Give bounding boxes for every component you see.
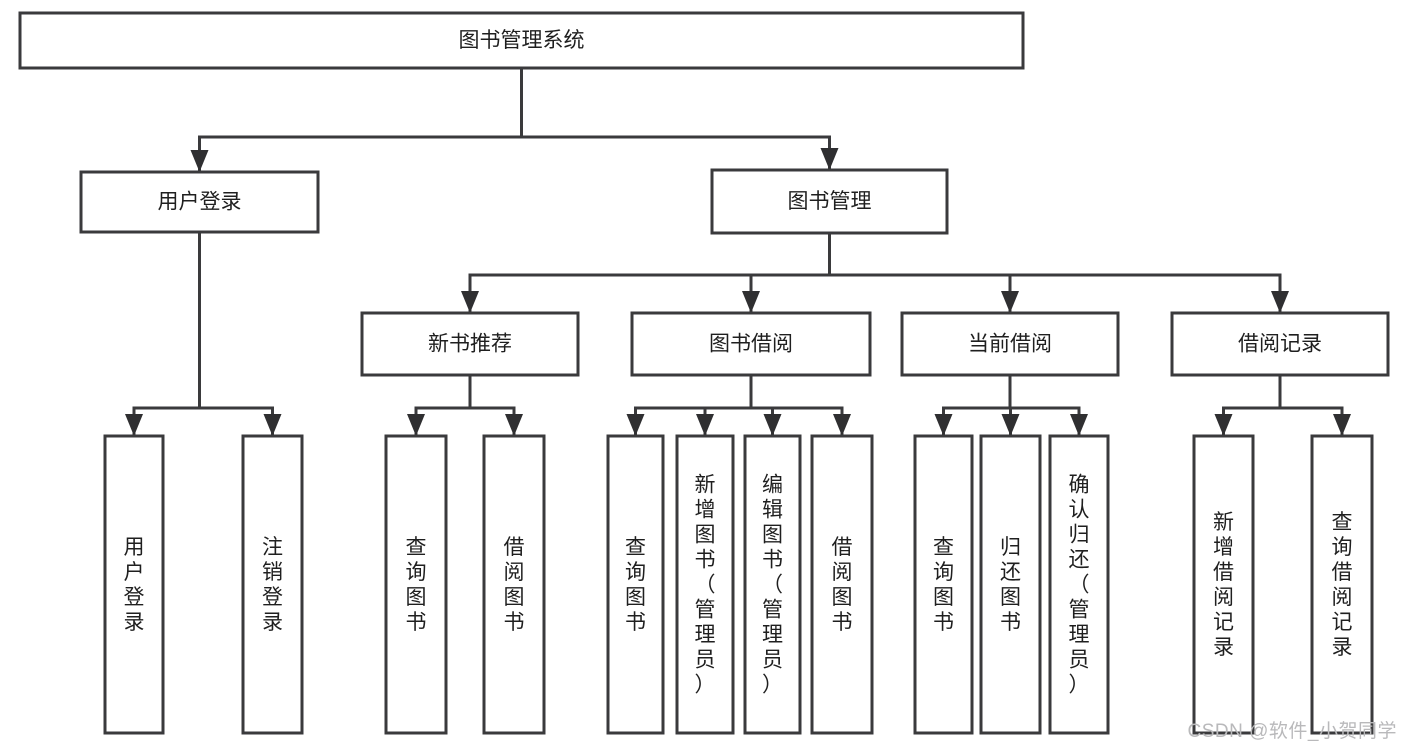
diagram-node[interactable]: 查询图书 xyxy=(913,434,974,735)
node-label: 新书推荐 xyxy=(428,333,512,356)
connector-arrowhead xyxy=(407,414,425,436)
node-box[interactable] xyxy=(606,434,665,735)
node-box[interactable] xyxy=(482,434,546,735)
node-label: 用户登录 xyxy=(124,536,145,634)
node-box[interactable] xyxy=(810,434,874,735)
diagram-node[interactable]: 确认归还（管理员） xyxy=(1048,434,1110,735)
node-box[interactable] xyxy=(630,311,872,377)
node-box[interactable] xyxy=(79,170,320,234)
connector-arrowhead xyxy=(1271,291,1289,313)
connector-arrowhead xyxy=(263,414,282,436)
nodes-layer: 图书管理系统用户登录用户登录注销登录图书管理新书推荐查询图书借阅图书图书借阅查询… xyxy=(18,11,1390,735)
connector-arrowhead xyxy=(125,414,143,436)
diagram-node[interactable]: 查询图书 xyxy=(384,434,448,735)
diagram-node[interactable]: 查询图书 xyxy=(606,434,665,735)
node-box[interactable] xyxy=(900,311,1120,377)
connector-arrowhead xyxy=(190,150,209,172)
node-label: 图书管理 xyxy=(788,190,872,213)
diagram-node[interactable]: 新书推荐 xyxy=(360,311,580,377)
connector-arrowhead xyxy=(763,414,782,436)
connector-arrowhead xyxy=(833,414,851,436)
connector-arrowhead xyxy=(461,291,479,313)
node-label: 新增图书（管理员） xyxy=(695,474,716,697)
node-box[interactable] xyxy=(103,434,165,735)
connector-arrowhead xyxy=(505,414,523,436)
diagram-node[interactable]: 新增借阅记录 xyxy=(1192,434,1255,735)
node-box[interactable] xyxy=(1170,311,1390,377)
node-label: 当前借阅 xyxy=(968,333,1052,356)
connector-arrowhead xyxy=(1001,414,1020,436)
connector-arrowhead xyxy=(1214,414,1233,436)
node-label: 查询图书 xyxy=(933,536,954,634)
node-box[interactable] xyxy=(360,311,580,377)
node-box[interactable] xyxy=(241,434,304,735)
connector-arrowhead xyxy=(626,414,645,436)
node-box[interactable] xyxy=(675,434,735,735)
node-label: 图书借阅 xyxy=(709,333,793,356)
diagram-node[interactable]: 借阅图书 xyxy=(810,434,874,735)
connector-arrowhead xyxy=(696,414,714,436)
node-label: 确认归还（管理员） xyxy=(1069,474,1090,697)
watermark-label: CSDN @软件_小贺同学 xyxy=(1187,721,1397,742)
diagram-node[interactable]: 当前借阅 xyxy=(900,311,1120,377)
connector-arrowhead xyxy=(934,414,953,436)
diagram-node[interactable]: 借阅记录 xyxy=(1170,311,1390,377)
node-label: 借阅图书 xyxy=(504,536,525,634)
node-label: 查询图书 xyxy=(625,536,646,634)
node-box[interactable] xyxy=(979,434,1042,735)
diagram-node[interactable]: 新增图书（管理员） xyxy=(675,434,735,735)
diagram-node[interactable]: 图书借阅 xyxy=(630,311,872,377)
connectors-layer xyxy=(125,66,1351,437)
node-box[interactable] xyxy=(18,11,1025,70)
node-box[interactable] xyxy=(743,434,802,735)
node-box[interactable] xyxy=(1310,434,1374,735)
diagram-node[interactable]: 归还图书 xyxy=(979,434,1042,735)
node-box[interactable] xyxy=(384,434,448,735)
diagram-node[interactable]: 图书管理 xyxy=(710,168,949,235)
node-box[interactable] xyxy=(1192,434,1255,735)
connector-arrowhead xyxy=(742,291,760,313)
connector-arrowhead xyxy=(820,148,839,170)
node-box[interactable] xyxy=(913,434,974,735)
diagram-node[interactable]: 查询借阅记录 xyxy=(1310,434,1374,735)
diagram-node[interactable]: 图书管理系统 xyxy=(18,11,1025,70)
diagram-node[interactable]: 编辑图书（管理员） xyxy=(743,434,802,735)
node-label: 图书管理系统 xyxy=(459,29,585,52)
diagram-node[interactable]: 用户登录 xyxy=(79,170,320,234)
connector-arrowhead xyxy=(1070,414,1088,436)
diagram-node[interactable]: 用户登录 xyxy=(103,434,165,735)
node-label: 查询图书 xyxy=(406,536,427,634)
node-label: 借阅记录 xyxy=(1238,333,1322,356)
connector-arrowhead xyxy=(1001,291,1019,313)
node-label: 新增借阅记录 xyxy=(1213,511,1234,659)
diagram-node[interactable]: 注销登录 xyxy=(241,434,304,735)
node-label: 查询借阅记录 xyxy=(1332,511,1353,659)
connector-arrowhead xyxy=(1333,414,1351,436)
node-box[interactable] xyxy=(710,168,949,235)
node-label: 用户登录 xyxy=(158,191,242,214)
diagram-node[interactable]: 借阅图书 xyxy=(482,434,546,735)
node-label: 归还图书 xyxy=(1000,536,1021,634)
node-label: 注销登录 xyxy=(262,536,283,634)
node-label: 借阅图书 xyxy=(832,536,853,634)
node-label: 编辑图书（管理员） xyxy=(762,474,783,697)
node-box[interactable] xyxy=(1048,434,1110,735)
